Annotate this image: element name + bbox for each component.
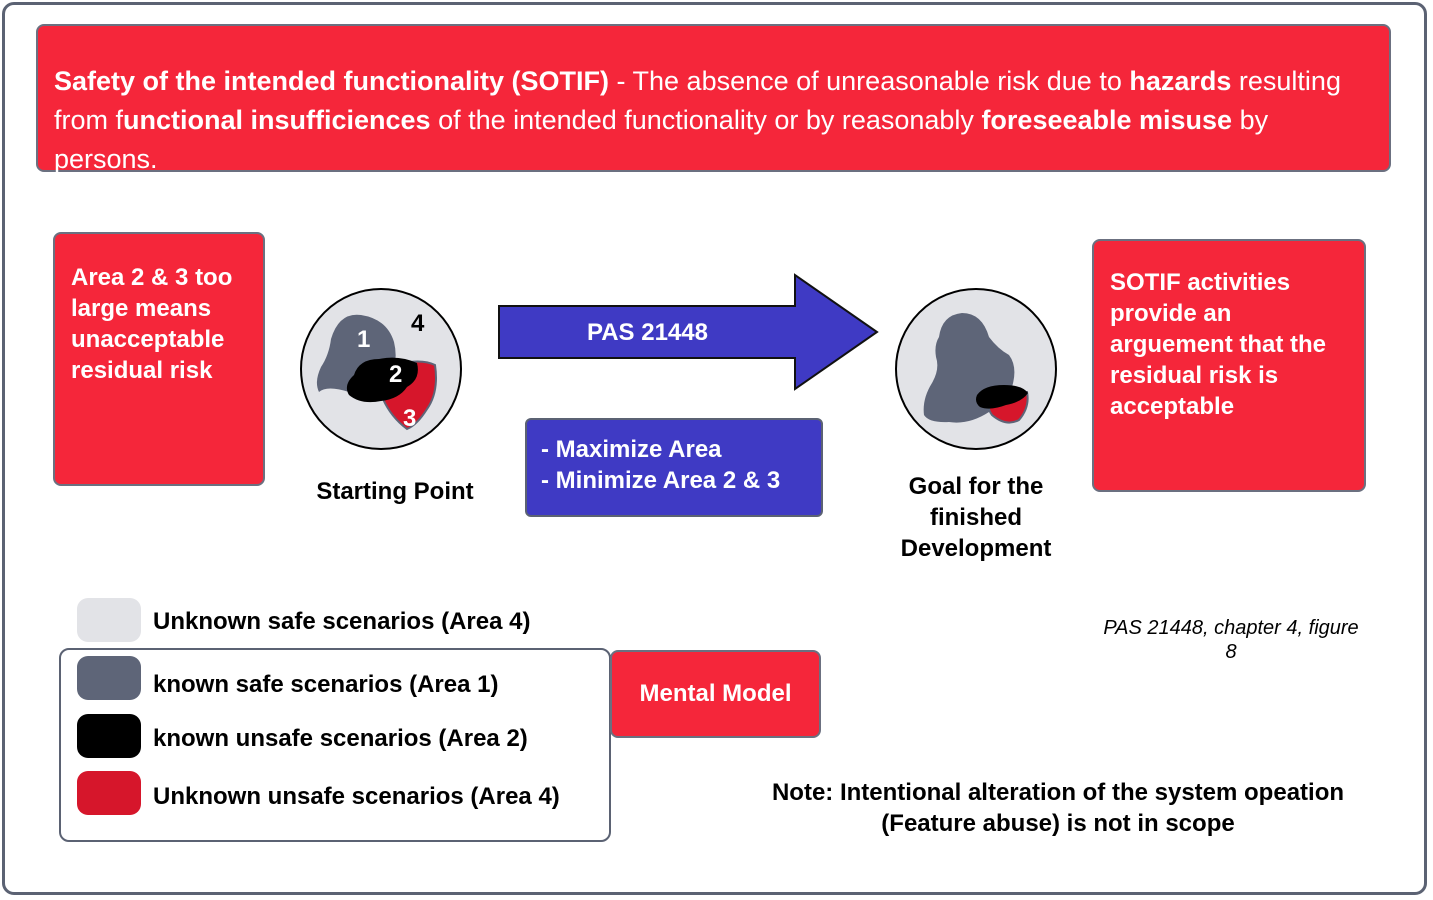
mental-model-box: Mental Model	[610, 650, 821, 738]
goal-minimize: - Minimize Area 2 & 3	[541, 467, 781, 494]
zone-label-3: 3	[403, 405, 416, 432]
zone-label-1: 1	[357, 326, 370, 353]
arrow-shape	[498, 273, 879, 391]
legend-label-unknown-safe: Unknown safe scenarios (Area 4)	[153, 608, 531, 635]
sotif-activities-text: SOTIF activities provide an arguement th…	[1110, 269, 1327, 420]
definition-text-2: resulting from f	[54, 66, 1341, 135]
pas-21448-arrow	[498, 273, 879, 391]
scope-note: Note: Intentional alteration of the syst…	[771, 779, 1345, 837]
legend-swatch-area-3	[77, 771, 141, 815]
residual-risk-warning-text: Area 2 & 3 too large means unacceptable …	[71, 264, 233, 384]
starting-point-diagram: 1 4 2 3	[300, 288, 462, 450]
definition-term: Safety of the intended functionality (SO…	[54, 66, 610, 96]
goal-diagram	[895, 288, 1057, 450]
sotif-definition-banner: Safety of the intended functionality (SO…	[36, 24, 1391, 174]
definition-misuse: foreseeable misuse	[981, 105, 1233, 135]
goal-area-2-shape	[976, 385, 1028, 409]
legend-label-known-safe: known safe scenarios (Area 1)	[153, 671, 499, 698]
definition-hazards: hazards	[1129, 66, 1232, 96]
legend-swatch-area-1	[77, 656, 141, 700]
mental-model-label: Mental Model	[639, 680, 792, 707]
arrow-label: PAS 21448	[587, 319, 708, 346]
goals-box: - Maximize Area - Minimize Area 2 & 3	[525, 418, 823, 517]
figure-reference: PAS 21448, chapter 4, figure 8	[1103, 617, 1359, 663]
goal-caption: Goal for the finished Development	[900, 473, 1052, 562]
legend-frame	[59, 648, 611, 842]
legend-swatch-area-4	[77, 598, 141, 642]
zone-label-4: 4	[411, 310, 425, 337]
definition-insufficiences: unctional insufficiences	[123, 105, 431, 135]
sotif-activities-box: SOTIF activities provide an arguement th…	[1092, 239, 1366, 492]
legend-label-unknown-unsafe: Unknown unsafe scenarios (Area 4)	[153, 783, 560, 810]
residual-risk-warning-box: Area 2 & 3 too large means unacceptable …	[53, 232, 265, 486]
area-2-shape	[346, 357, 418, 403]
legend-swatch-area-2	[77, 714, 141, 758]
legend-label-known-unsafe: known unsafe scenarios (Area 2)	[153, 725, 528, 752]
definition-text-4: by persons.	[54, 105, 1269, 174]
definition-text-1: - The absence of unreasonable risk due t…	[609, 66, 1130, 96]
definition-text-3: of the intended functionality or by reas…	[430, 105, 982, 135]
zone-label-2: 2	[389, 361, 402, 388]
starting-point-caption: Starting Point	[316, 478, 474, 505]
goal-maximize: - Maximize Area	[541, 436, 722, 463]
